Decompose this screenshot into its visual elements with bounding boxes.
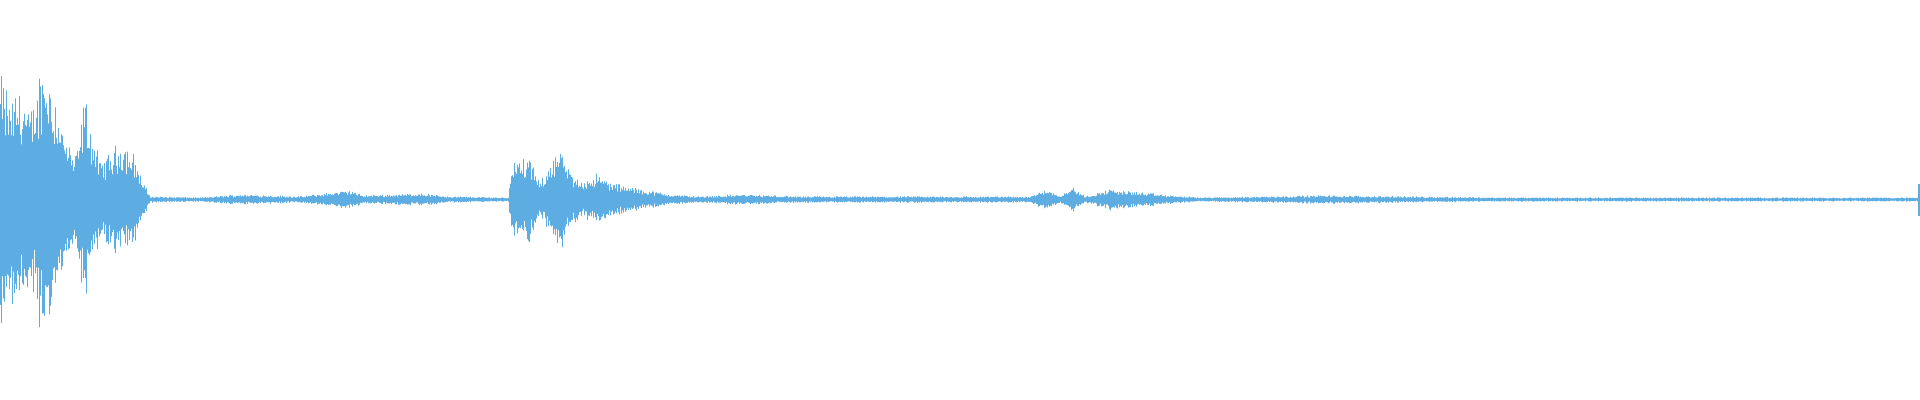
waveform-path (0, 75, 1918, 328)
